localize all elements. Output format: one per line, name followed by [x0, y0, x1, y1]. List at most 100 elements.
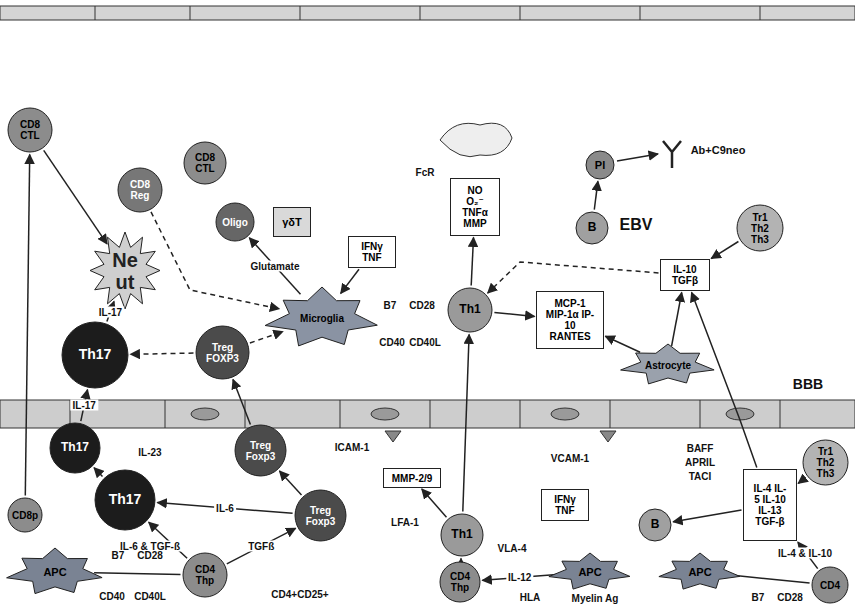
neuron-damage-star: Ne ut [89, 231, 161, 310]
node-content: Pl [585, 150, 615, 180]
icam-symbol [385, 431, 401, 442]
node-content: Th1 [440, 513, 484, 557]
node-content: MMP-2/9 [383, 468, 441, 488]
annotation-label: CD40 [379, 337, 405, 348]
cell-circle: Th1 [447, 287, 493, 333]
node-content: Oligo [215, 202, 255, 242]
node-content: APC [660, 552, 740, 592]
cell-shape: APC [550, 552, 630, 592]
annotation-label: Ab+C9neo [691, 144, 746, 156]
node-shape [295, 490, 346, 541]
connector-arrow [341, 269, 359, 293]
node-shape [235, 425, 286, 476]
connector-arrow [798, 478, 806, 484]
cell-circle: B [638, 508, 672, 542]
node-shape [62, 322, 128, 388]
cell-circle: Th17 [49, 422, 101, 474]
connector-arrow [605, 336, 640, 352]
edge-label: Glutamate [249, 261, 302, 272]
endothelial-nucleus [191, 408, 219, 420]
node-shape [265, 287, 377, 346]
node-label: Th1 [451, 528, 472, 541]
node-label: Astrocyte [645, 360, 691, 371]
node-label: Treg Foxp3 [240, 440, 282, 462]
annotation-label: CD4+CD25+ [271, 589, 328, 600]
node-shape [744, 470, 797, 541]
node-label: Treg Foxp3 [300, 505, 342, 527]
connector-arrow [157, 503, 292, 514]
connector-arrow [733, 575, 810, 583]
node-shape [661, 260, 710, 291]
node-content: Th17 [49, 422, 101, 474]
annotation-label: ICAM-1 [335, 442, 369, 453]
node-shape [7, 548, 103, 594]
node-label: CD4 [820, 580, 840, 591]
node-content: MCP-1 MIP-1α IP-10 RANTES [536, 291, 604, 349]
node-content: Tr1 Th2 Th3 [736, 204, 784, 252]
edge-label: IL-23 [136, 447, 163, 458]
node-label: γδT [282, 216, 302, 228]
node-content: CD8 Reg [117, 167, 163, 213]
node-content: Microglia [267, 286, 377, 350]
node-shape [8, 108, 52, 152]
node-label: Th17 [79, 347, 112, 362]
blood-brain-barrier [0, 400, 855, 428]
node-content: Treg Foxp3 [234, 424, 287, 477]
cell-shape: APC [660, 552, 740, 592]
cell-circle: Treg Foxp3 [234, 424, 287, 477]
node-content: IFNγ TNF [348, 236, 396, 268]
node-content: Treg Foxp3 [294, 489, 347, 542]
node-shape [184, 142, 226, 184]
node-label: B [588, 221, 597, 234]
cytokine-box: IFNγ TNF [348, 236, 396, 268]
connector-arrow [25, 155, 29, 496]
node-label: Pl [595, 159, 605, 171]
node-content: IL-10 TGFβ [660, 259, 710, 291]
node-label: Tr1 Th2 Th3 [814, 446, 838, 479]
cell-circle: Tr1 Th2 Th3 [736, 204, 784, 252]
secretion-arrow [617, 154, 658, 161]
node-content: CD4 Thp [439, 561, 481, 603]
vcam-symbol [600, 431, 616, 442]
node-shape [537, 292, 604, 349]
cytokine-box: MMP-2/9 [383, 468, 441, 488]
edge-label: IL-4 & IL-10 [776, 548, 834, 559]
cell-circle: CD4 Thp [439, 561, 481, 603]
node-label: IFNγ TNF [353, 241, 391, 263]
node-label: IL-4 IL-5 IL-10 IL-13 TGF-β [753, 483, 787, 527]
annotation-label: VLA-4 [498, 543, 527, 554]
cell-circle: Pl [585, 150, 615, 180]
cell-shape: Astrocyte [622, 343, 714, 387]
node-label: Th17 [109, 492, 142, 507]
annotation-label: CD28 [137, 550, 163, 561]
node-content: CD8 CTL [7, 107, 53, 153]
node-label: CD8 Reg [125, 179, 155, 201]
connector-arrow [131, 353, 194, 354]
node-content: γδT [273, 207, 311, 237]
annotation-label: HLA [520, 592, 541, 603]
annotation-label: CD40 [99, 591, 125, 602]
node-content: NO O₂⁻ TNFα MMP [450, 178, 500, 236]
node-shape [621, 344, 715, 384]
connector-arrow [673, 510, 741, 522]
node-label: NO O₂⁻ TNFα MMP [460, 185, 490, 229]
cytokine-box: MCP-1 MIP-1α IP-10 RANTES [536, 291, 604, 349]
node-label: Tr1 Th2 Th3 [748, 212, 772, 245]
node-content: Th17 [94, 469, 156, 531]
connector-arrow [94, 468, 102, 477]
annotation-label: CD28 [777, 592, 803, 603]
cell-circle: Treg FOXP3 [195, 325, 250, 380]
node-shape [737, 205, 783, 251]
node-content: Tr1 Th2 Th3 [802, 439, 849, 486]
cell-circle: Th17 [61, 321, 129, 389]
connector-arrow [463, 335, 469, 512]
node-content: B [575, 211, 609, 245]
node-label: MCP-1 MIP-1α IP-10 RANTES [545, 298, 595, 342]
node-label: Treg FOXP3 [201, 342, 245, 364]
connector-arrow [711, 242, 738, 259]
bbb-band [0, 400, 855, 428]
annotation-label: EBV [620, 216, 653, 234]
node-label: CD8 CTL [190, 152, 220, 174]
node-label: Ne ut [108, 249, 142, 293]
connector-arrow [594, 181, 598, 209]
